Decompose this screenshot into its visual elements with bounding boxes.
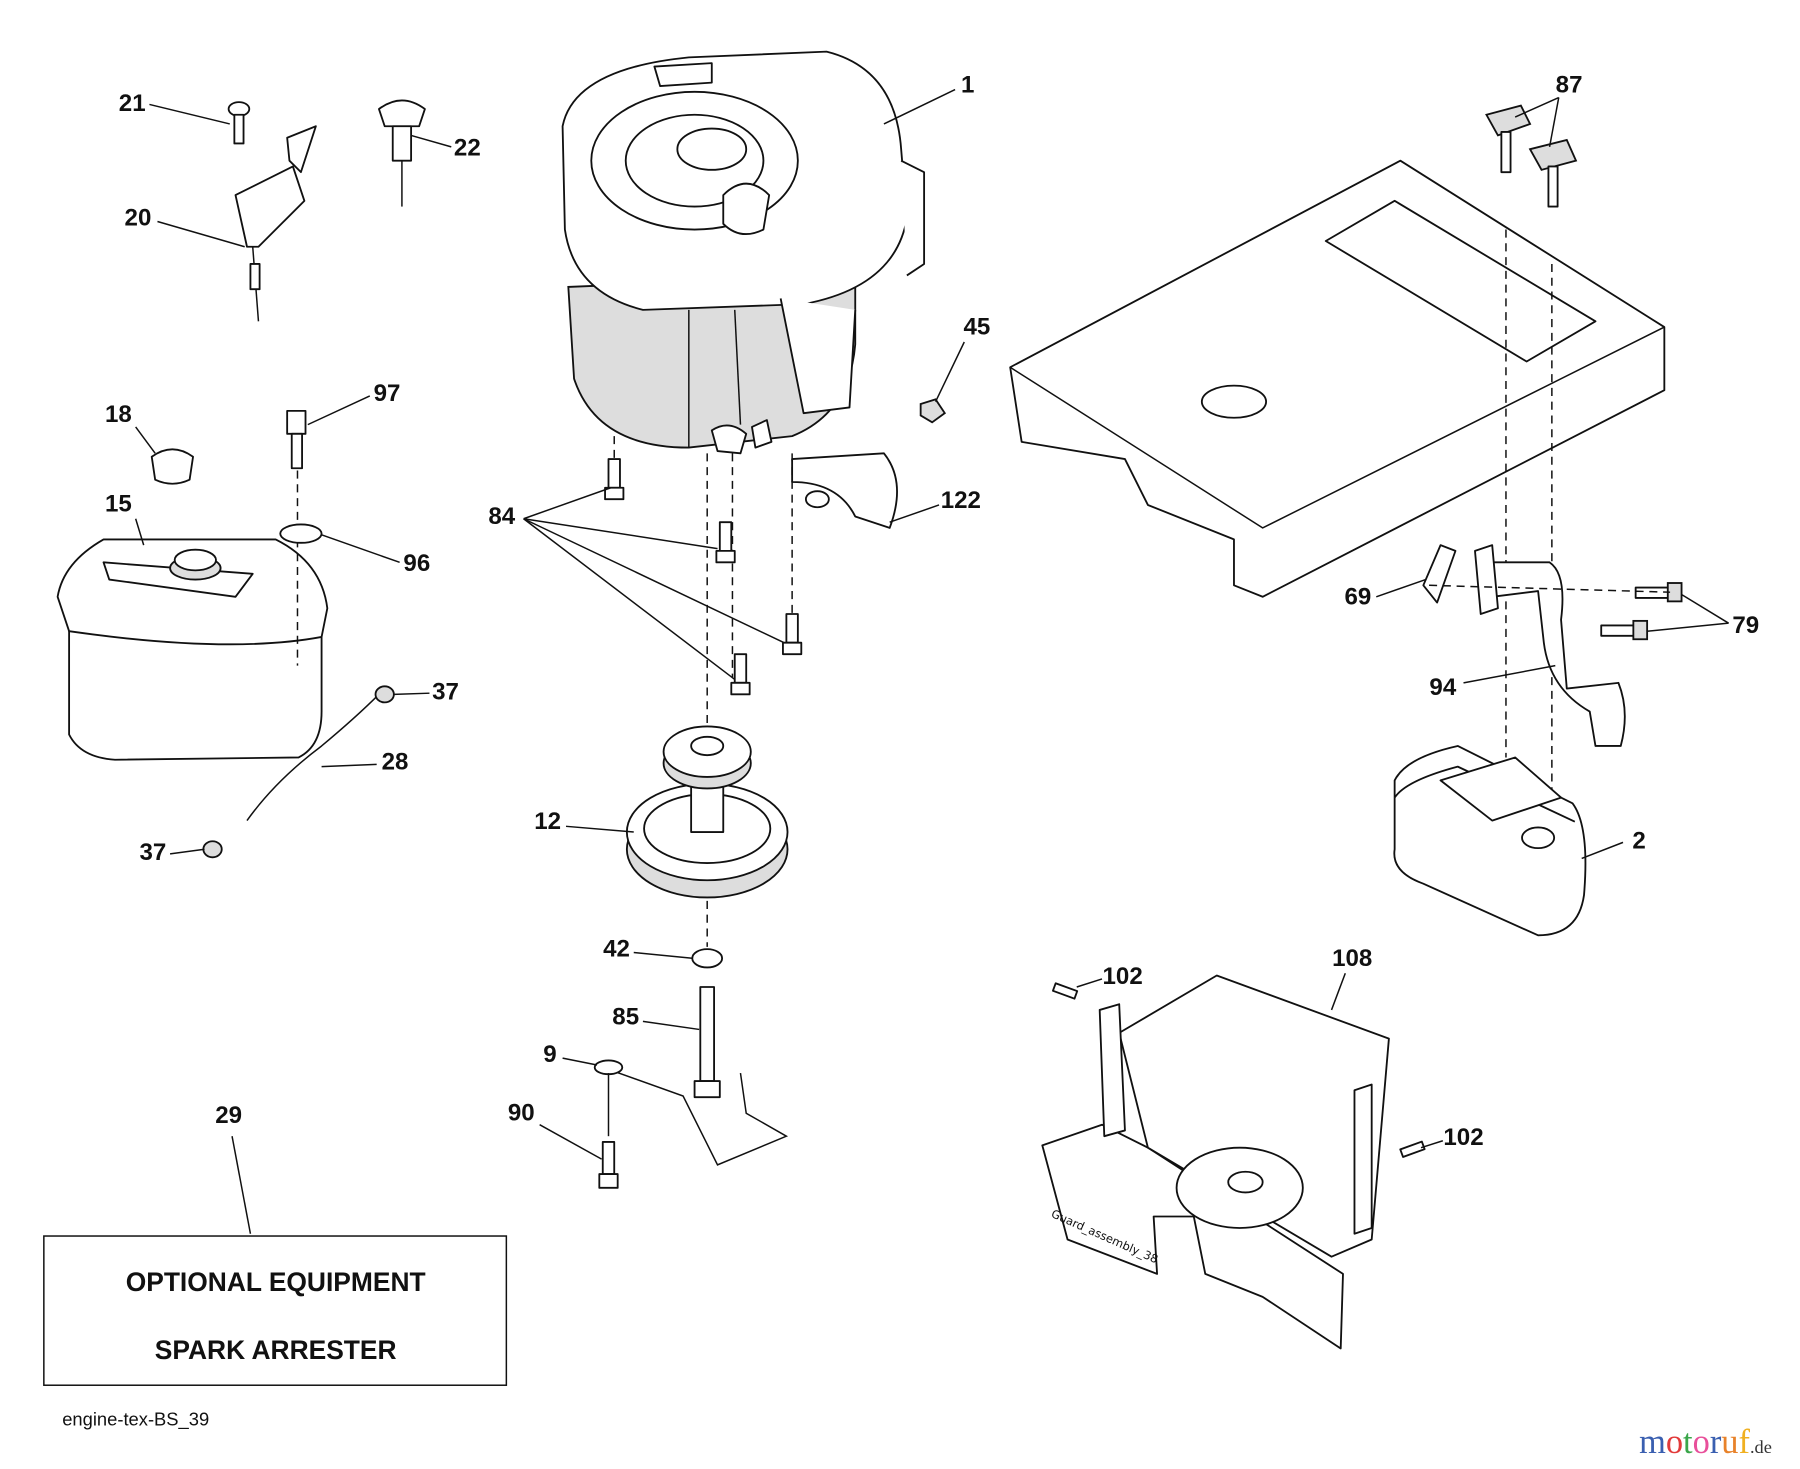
- callout: 29: [215, 1102, 242, 1129]
- washer-42: [691, 948, 724, 969]
- callout: 102: [1103, 963, 1143, 990]
- throttle-control-20: [234, 125, 317, 322]
- callout: 18: [105, 401, 132, 428]
- watermark-letter: o: [1693, 1423, 1710, 1461]
- motoruf-logo: motoruf.de: [1639, 1423, 1772, 1461]
- callout: 102: [1443, 1124, 1483, 1151]
- callout: 122: [941, 487, 981, 514]
- bolt-97: [286, 409, 307, 470]
- deflector-122: [791, 452, 898, 529]
- callout: 87: [1556, 71, 1583, 98]
- watermark-letter: u: [1721, 1423, 1738, 1461]
- callout: 42: [603, 936, 630, 963]
- callout: 12: [534, 808, 561, 835]
- callout: 37: [139, 839, 166, 866]
- clamp-37: [374, 685, 395, 704]
- callout: 96: [403, 550, 430, 577]
- svg-text:motoruf.de: motoruf.de: [1639, 1423, 1772, 1461]
- clamp-37b: [202, 840, 223, 859]
- watermark-letter: r: [1710, 1423, 1722, 1461]
- callout: 37: [432, 679, 459, 706]
- screw-102b: [1399, 1140, 1426, 1158]
- callout: 22: [454, 135, 481, 162]
- engine: [561, 50, 926, 455]
- bolt-90: [598, 1140, 619, 1189]
- callout: 1: [961, 71, 974, 98]
- leader-lines: [134, 88, 1729, 1234]
- bolts-87: [1485, 104, 1578, 208]
- watermark-letter: o: [1666, 1423, 1683, 1461]
- callout: 15: [105, 490, 132, 517]
- screw-21: [227, 101, 251, 145]
- pulley-12: [625, 725, 789, 899]
- washer-96: [279, 523, 323, 544]
- knob-22: [378, 99, 426, 207]
- callout: 84: [488, 503, 515, 530]
- callout: 20: [125, 205, 152, 232]
- bolts-79: [1600, 582, 1683, 641]
- watermark-letter: f: [1738, 1423, 1750, 1461]
- callout: 28: [382, 749, 409, 776]
- callout: 94: [1429, 674, 1456, 701]
- callout: 79: [1732, 612, 1759, 639]
- engine-mount-plate: [1009, 159, 1666, 598]
- callout: 108: [1332, 945, 1372, 972]
- optional-equipment-box: OPTIONAL EQUIPMENT SPARK ARRESTER: [43, 1235, 508, 1386]
- watermark-letter: t: [1683, 1423, 1693, 1461]
- gasket-69: [1422, 544, 1457, 604]
- watermark-letter: m: [1639, 1423, 1666, 1461]
- screw-102: [1051, 982, 1079, 1000]
- diagram-code: engine-tex-BS_39: [62, 1408, 209, 1430]
- fuel-cap-18: [150, 448, 194, 485]
- callout: 21: [119, 90, 146, 117]
- callout: 45: [963, 314, 990, 341]
- callout: 69: [1345, 583, 1372, 610]
- optional-equipment-title: OPTIONAL EQUIPMENT: [126, 1267, 426, 1297]
- bracket-9: [602, 1066, 789, 1166]
- nut-45: [919, 398, 947, 424]
- callout: 85: [612, 1003, 639, 1030]
- callout: 90: [508, 1100, 535, 1127]
- fuel-tank-15: [56, 538, 329, 761]
- callout: 2: [1632, 828, 1645, 855]
- exhaust-pipe-94: [1479, 561, 1626, 747]
- bolt-85: [693, 986, 721, 1099]
- spark-arrester-label: SPARK ARRESTER: [155, 1335, 397, 1365]
- callout: 9: [543, 1041, 556, 1068]
- fuel-line-28: [246, 693, 380, 822]
- watermark-suffix: .de: [1750, 1437, 1772, 1457]
- callout-numbers: 1 21 22 20 87 45 97 18 84 122 15 96 69 7…: [105, 71, 1759, 1150]
- guard-assembly-108: Guard_assembly_38: [1041, 974, 1390, 1350]
- callout: 97: [374, 380, 401, 407]
- bolts-84: [604, 458, 803, 696]
- muffler-2: [1393, 745, 1587, 937]
